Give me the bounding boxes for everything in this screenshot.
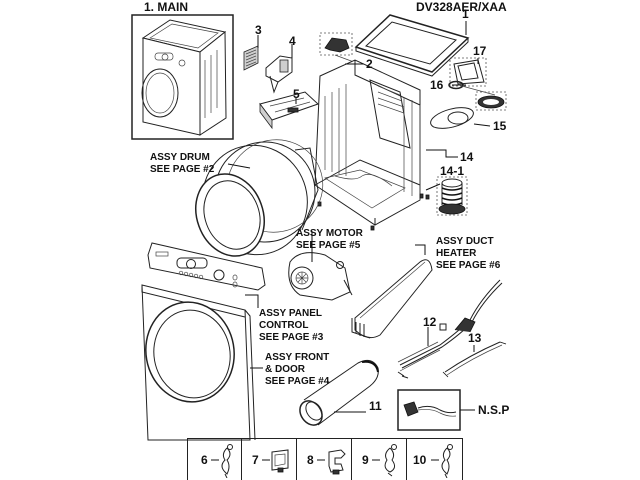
section-title: 1. MAIN [144, 0, 189, 14]
clip-cell-6[interactable]: 6 [187, 438, 242, 480]
leader-lines [227, 21, 491, 413]
part-3-filter-cover [243, 45, 259, 71]
ref-assy-front-door[interactable]: ASSY FRONT & DOOR SEE PAGE #4 [265, 352, 330, 387]
nsp-label: N.S.P [478, 403, 510, 417]
cable-clip-icon [317, 449, 346, 475]
ref-assy-drum[interactable]: ASSY DRUM SEE PAGE #2 [150, 152, 215, 175]
front-door-assembly [141, 284, 256, 441]
part-5-control-frame [259, 91, 319, 130]
clip-label-10: 10 [413, 453, 427, 467]
part-15-duct-cover [430, 91, 507, 129]
callout-1[interactable]: 1 [462, 7, 469, 21]
clip-cell-7[interactable]: 7 [242, 438, 297, 480]
control-panel-assembly [147, 242, 266, 291]
callout-2[interactable]: 2 [366, 57, 373, 71]
part-12-main-harness [397, 279, 503, 379]
part-2-top-bracket [319, 32, 363, 66]
callout-16[interactable]: 16 [430, 78, 444, 92]
duct-heater-assembly [351, 259, 433, 339]
drum-assembly [195, 139, 324, 257]
callout-14[interactable]: 14 [460, 150, 474, 164]
ref-assy-panel-control[interactable]: ASSY PANEL CONTROL SEE PAGE #3 [259, 308, 324, 343]
wire-clamp-icon [431, 444, 453, 478]
ref-assy-motor[interactable]: ASSY MOTOR SEE PAGE #5 [296, 228, 363, 251]
part-4-bracket [265, 55, 293, 94]
clip-label-6: 6 [201, 453, 208, 467]
part-14-1-leveling-foot [425, 176, 468, 216]
callout-11[interactable]: 11 [369, 399, 382, 413]
callout-12[interactable]: 12 [423, 315, 437, 329]
main-dryer-thumbnail [131, 14, 234, 140]
clip-cell-10[interactable]: 10 [407, 438, 463, 480]
wire-clamp-icon [211, 444, 233, 478]
part-16-gasket [448, 80, 496, 96]
clip-label-8: 8 [307, 453, 314, 467]
part-11-exhaust-duct [299, 359, 379, 426]
clip-label-9: 9 [362, 453, 369, 467]
clip-cell-9[interactable]: 9 [352, 438, 407, 480]
callout-3[interactable]: 3 [255, 23, 262, 37]
clip-cell-8[interactable]: 8 [297, 438, 352, 480]
nsp-power-cord-box [397, 389, 461, 431]
part-1-top-cover [354, 14, 470, 77]
callout-14-1[interactable]: 14-1 [440, 164, 465, 178]
callout-5[interactable]: 5 [293, 87, 300, 101]
callout-15[interactable]: 15 [493, 119, 507, 133]
motor-assembly [288, 252, 353, 301]
wire-holder-icon [262, 449, 289, 473]
part-17-back-cover [449, 57, 487, 87]
callout-4[interactable]: 4 [289, 34, 296, 48]
model-number: DV328AER/XAA [416, 0, 507, 14]
callout-13[interactable]: 13 [468, 331, 482, 345]
clip-label-7: 7 [252, 453, 259, 467]
wire-clamp-icon [372, 444, 397, 477]
callout-17[interactable]: 17 [473, 44, 487, 58]
part-13-sub-harness [442, 341, 507, 378]
part-14-cabinet [314, 59, 424, 231]
ref-assy-duct-heater[interactable]: ASSY DUCT HEATER SEE PAGE #6 [436, 236, 501, 271]
